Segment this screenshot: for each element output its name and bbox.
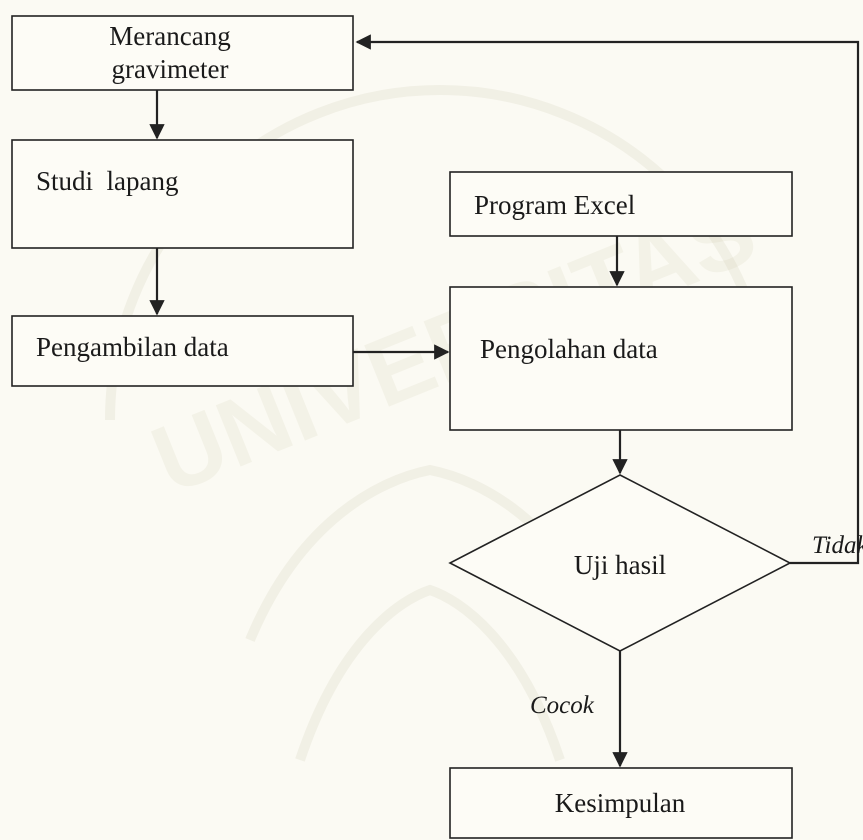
node-merancang-gravimeter: Merancang gravimeter — [11, 15, 354, 91]
node-studi-lapang-label: Studi lapang — [36, 166, 179, 196]
node-uji-hasil-label: Uji hasil — [574, 550, 666, 580]
node-kesimpulan-label: Kesimpulan — [555, 788, 686, 818]
edge-tidak-feedback-to-merancang — [355, 34, 860, 565]
node-merancang-label-line2: gravimeter — [112, 54, 229, 84]
node-pengambilan-data-label: Pengambilan data — [36, 332, 229, 362]
node-merancang-label-line1: Merancang — [109, 21, 230, 51]
node-studi-lapang: Studi lapang — [11, 139, 354, 249]
node-pengambilan-data: Pengambilan data — [11, 315, 354, 387]
node-pengolahan-data-label: Pengolahan data — [480, 334, 658, 364]
node-kesimpulan: Kesimpulan — [449, 767, 793, 839]
edge-label-tidak: Tidak — [812, 532, 863, 559]
node-pengolahan-data: Pengolahan data — [449, 286, 793, 431]
node-uji-hasil-decision: Uji hasil — [448, 474, 792, 652]
node-program-excel: Program Excel — [449, 171, 793, 237]
edge-label-cocok: Cocok — [530, 692, 595, 719]
node-program-excel-label: Program Excel — [474, 190, 635, 220]
